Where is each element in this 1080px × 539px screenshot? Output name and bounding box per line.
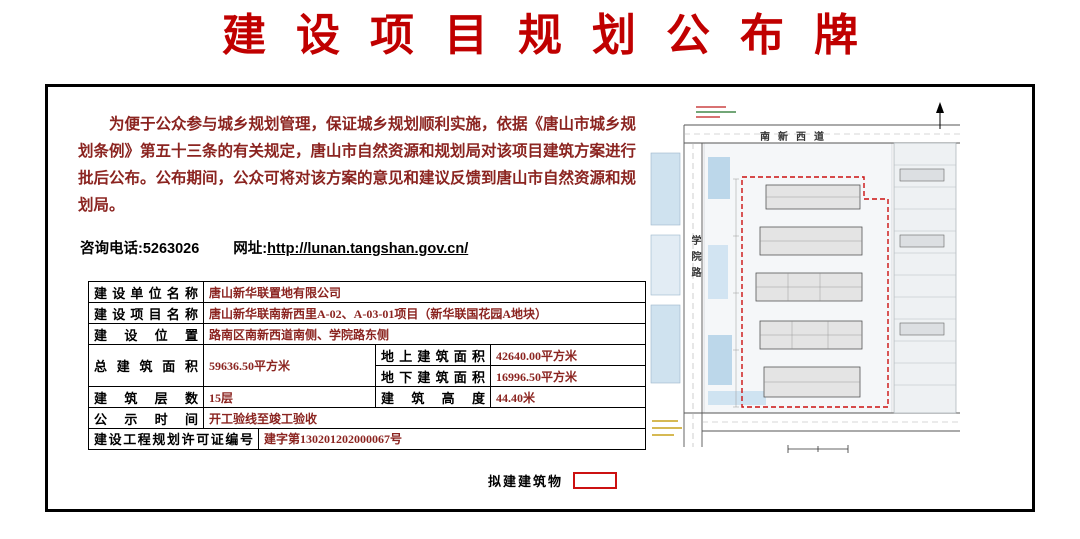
building-detail-lines bbox=[756, 196, 862, 383]
map-legend: 拟建建筑物 bbox=[488, 471, 618, 490]
permit-number-label: 建设工程规划许可证编号 bbox=[88, 427, 259, 450]
permit-number-value: 建字第130201202000067号 bbox=[258, 427, 646, 450]
unit-name-label: 建设单位名称 bbox=[88, 281, 204, 303]
table-row: 建筑层数 15层 建筑高度 44.40米 bbox=[88, 386, 646, 408]
floors-label: 建筑层数 bbox=[88, 386, 204, 408]
proposed-building-swatch bbox=[573, 472, 618, 489]
west-parcels bbox=[650, 152, 681, 384]
total-area-label: 总建筑面积 bbox=[88, 344, 204, 387]
table-row: 建设项目名称 唐山新华联南新西里A-02、A-03-01项目（新华联国花园A地块… bbox=[88, 302, 646, 324]
location-label: 建设位置 bbox=[88, 323, 204, 345]
table-row: 建设单位名称 唐山新华联置地有限公司 bbox=[88, 281, 646, 303]
table-row: 公示时间 开工验线至竣工验收 bbox=[88, 407, 646, 429]
project-info-table: 建设单位名称 唐山新华联置地有限公司 建设项目名称 唐山新华联南新西里A-02、… bbox=[88, 281, 646, 450]
landscape-areas bbox=[708, 157, 766, 405]
notice-paragraph: 为便于公众参与城乡规划管理，保证城乡规划顺利实施，依据《唐山市城乡规划条例》第五… bbox=[78, 116, 637, 215]
height-label: 建筑高度 bbox=[375, 386, 491, 408]
map-road-label-top: 南新西道 bbox=[760, 132, 832, 143]
notice-board-frame: 为便于公众参与城乡规划管理，保证城乡规划顺利实施，依据《唐山市城乡规划条例》第五… bbox=[45, 84, 1035, 512]
page-title: 建设项目规划公布牌 bbox=[222, 11, 888, 60]
proposed-building-label: 拟建建筑物 bbox=[488, 474, 564, 489]
website-link[interactable]: http://lunan.tangshan.gov.cn/ bbox=[267, 241, 469, 257]
north-arrow-icon bbox=[936, 102, 944, 129]
floors-value: 15层 bbox=[203, 386, 376, 408]
site-plan-svg bbox=[648, 95, 960, 461]
total-area-value: 59636.50平方米 bbox=[203, 344, 376, 387]
scale-bar bbox=[787, 445, 849, 453]
dimension-line bbox=[733, 178, 739, 408]
table-row: 建设工程规划许可证编号 建字第130201202000067号 bbox=[88, 427, 646, 450]
project-name-value: 唐山新华联南新西里A-02、A-03-01项目（新华联国花园A地块） bbox=[203, 302, 646, 324]
table-row: 建设位置 路南区南新西道南侧、学院路东侧 bbox=[88, 323, 646, 345]
site-plan-map: 南新西道 学院路 bbox=[648, 95, 960, 461]
map-annotations-top bbox=[696, 106, 736, 118]
above-ground-area-label: 地上建筑面积 bbox=[375, 344, 491, 366]
contact-line: 咨询电话:5263026 网址:http://lunan.tangshan.gov… bbox=[80, 237, 468, 258]
info-table-permit: 建设工程规划许可证编号 建字第130201202000067号 bbox=[88, 427, 646, 450]
road-lines bbox=[683, 124, 960, 447]
publicity-period-label: 公示时间 bbox=[88, 407, 204, 429]
location-value: 路南区南新西道南侧、学院路东侧 bbox=[203, 323, 646, 345]
publicity-period-value: 开工验线至竣工验收 bbox=[203, 407, 646, 429]
road-centerlines bbox=[684, 133, 960, 447]
map-annotations-bottom bbox=[652, 420, 682, 436]
url-prefix-label: 网址: bbox=[233, 241, 268, 257]
east-parcels bbox=[893, 142, 957, 414]
below-ground-area-value: 16996.50平方米 bbox=[490, 365, 646, 387]
info-table-main: 建设单位名称 唐山新华联置地有限公司 建设项目名称 唐山新华联南新西里A-02、… bbox=[88, 281, 646, 429]
project-name-label: 建设项目名称 bbox=[88, 302, 204, 324]
phone-label: 咨询电话:5263026 bbox=[80, 241, 200, 257]
map-road-label-left: 学院路 bbox=[689, 235, 700, 283]
below-ground-area-label: 地下建筑面积 bbox=[375, 365, 491, 387]
above-ground-area-value: 42640.00平方米 bbox=[490, 344, 646, 366]
project-boundary bbox=[741, 176, 889, 408]
unit-name-value: 唐山新华联置地有限公司 bbox=[203, 281, 646, 303]
table-row: 总建筑面积 59636.50平方米 地上建筑面积 42640.00平方米 bbox=[88, 344, 646, 387]
height-value: 44.40米 bbox=[490, 386, 646, 408]
